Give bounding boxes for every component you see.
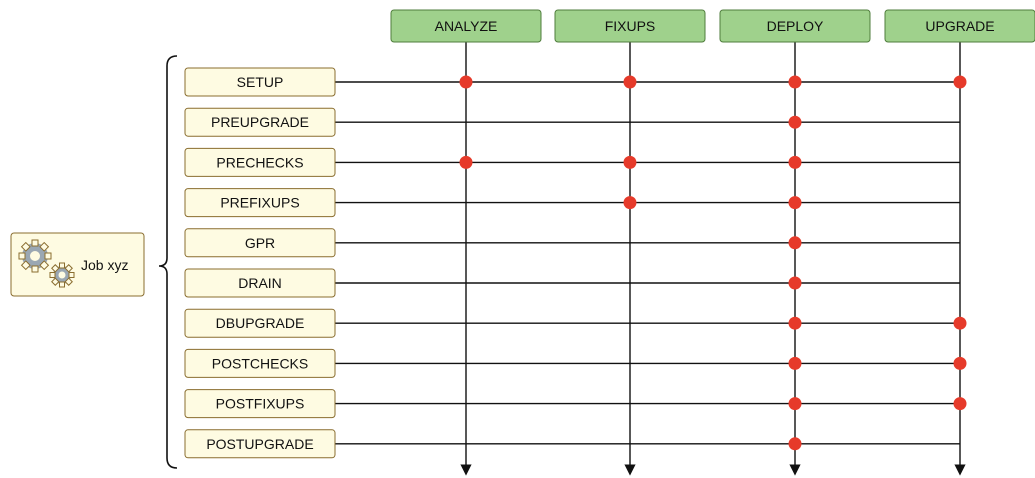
job-label: Job xyz bbox=[81, 257, 128, 273]
phase-mode-dot bbox=[788, 356, 802, 370]
phase-mode-dot bbox=[953, 397, 967, 411]
phase-brace bbox=[158, 55, 178, 469]
mode-box-fixups[interactable]: FIXUPS bbox=[554, 9, 706, 43]
phase-mode-dot bbox=[788, 75, 802, 89]
phase-box-gpr[interactable]: GPR bbox=[184, 228, 336, 258]
phase-label: SETUP bbox=[237, 74, 284, 90]
phase-label: DRAIN bbox=[238, 275, 282, 291]
mode-label: DEPLOY bbox=[767, 18, 824, 34]
phase-mode-dot bbox=[953, 356, 967, 370]
phase-mode-dot bbox=[623, 196, 637, 210]
phase-label: POSTCHECKS bbox=[212, 355, 308, 371]
mode-label: ANALYZE bbox=[435, 18, 498, 34]
phase-mode-dot bbox=[788, 115, 802, 129]
phase-label: PRECHECKS bbox=[216, 154, 303, 170]
phase-box-postfixups[interactable]: POSTFIXUPS bbox=[184, 389, 336, 419]
phase-mode-dot bbox=[623, 75, 637, 89]
phase-box-dbupgrade[interactable]: DBUPGRADE bbox=[184, 308, 336, 338]
job-box[interactable]: Job xyz bbox=[10, 232, 145, 297]
phase-mode-dot bbox=[788, 316, 802, 330]
phase-label: GPR bbox=[245, 235, 275, 251]
phase-mode-dot bbox=[788, 155, 802, 169]
phase-mode-dot bbox=[788, 196, 802, 210]
phase-mode-dot bbox=[953, 316, 967, 330]
phase-box-setup[interactable]: SETUP bbox=[184, 67, 336, 97]
mode-box-upgrade[interactable]: UPGRADE bbox=[884, 9, 1035, 43]
phase-box-postupgrade[interactable]: POSTUPGRADE bbox=[184, 429, 336, 459]
phase-box-prefixups[interactable]: PREFIXUPS bbox=[184, 188, 336, 218]
phase-mode-dot bbox=[788, 397, 802, 411]
phase-box-preupgrade[interactable]: PREUPGRADE bbox=[184, 107, 336, 137]
mode-box-analyze[interactable]: ANALYZE bbox=[390, 9, 542, 43]
phase-mode-dot bbox=[459, 155, 473, 169]
phase-mode-dot bbox=[788, 437, 802, 451]
phase-mode-dot bbox=[788, 276, 802, 290]
phase-label: POSTUPGRADE bbox=[206, 436, 313, 452]
phase-label: PREFIXUPS bbox=[220, 195, 299, 211]
phase-box-postchecks[interactable]: POSTCHECKS bbox=[184, 348, 336, 378]
mode-label: UPGRADE bbox=[925, 18, 994, 34]
phase-mode-dot bbox=[623, 155, 637, 169]
gears-icon bbox=[18, 239, 75, 288]
phase-label: POSTFIXUPS bbox=[216, 396, 305, 412]
phase-box-prechecks[interactable]: PRECHECKS bbox=[184, 147, 336, 177]
mode-box-deploy[interactable]: DEPLOY bbox=[719, 9, 871, 43]
phase-mode-dot bbox=[459, 75, 473, 89]
phase-label: DBUPGRADE bbox=[216, 315, 305, 331]
phase-mode-dot bbox=[953, 75, 967, 89]
mode-label: FIXUPS bbox=[605, 18, 656, 34]
phase-mode-dot bbox=[788, 236, 802, 250]
phase-box-drain[interactable]: DRAIN bbox=[184, 268, 336, 298]
phase-label: PREUPGRADE bbox=[211, 114, 309, 130]
